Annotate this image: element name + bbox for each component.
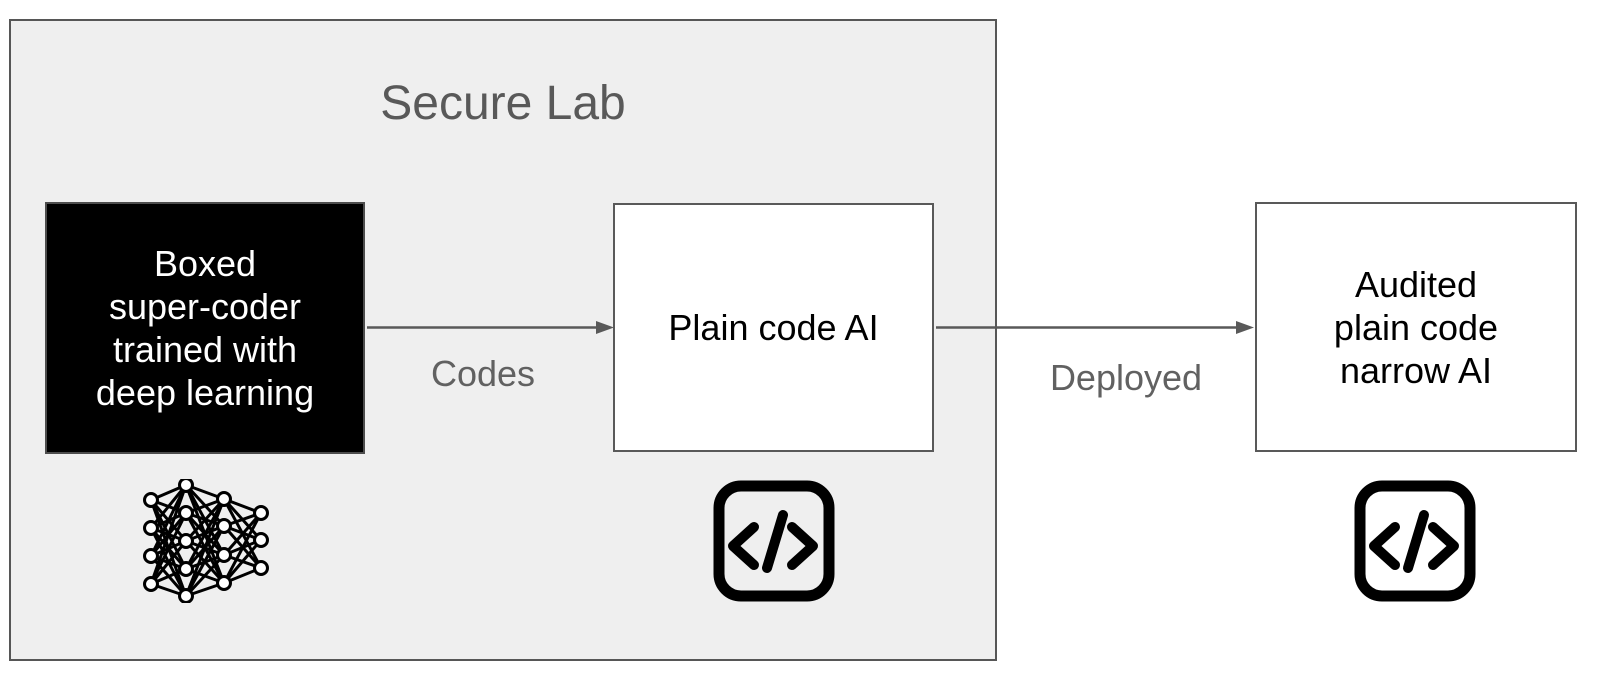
node-text-line: narrow AI — [1339, 349, 1493, 391]
secure-lab-title: Secure Lab — [380, 77, 626, 130]
node-plain-code-ai: Plain code AI — [613, 203, 934, 452]
node-text-line: plain code — [1333, 306, 1499, 348]
node-text-line: trained with — [112, 329, 298, 370]
node-boxed-super-coder: Boxed super-coder trained with deep lear… — [45, 202, 365, 454]
codes-arrow-label: Codes — [430, 353, 536, 394]
deployed-arrow-label: Deployed — [1049, 357, 1203, 398]
node-text-line: Plain code AI — [668, 307, 879, 348]
code-icon — [1354, 480, 1476, 602]
deployed-arrowhead-icon — [1236, 321, 1254, 334]
node-text-line: super-coder — [108, 286, 302, 327]
neural-network-icon — [143, 479, 269, 603]
node-audited-plain-code-narrow-ai: Audited plain code narrow AI — [1255, 202, 1577, 452]
node-text-line: Boxed — [153, 243, 257, 284]
node-text-line: deep learning — [95, 372, 315, 413]
code-icon — [713, 480, 835, 602]
node-text-line: Audited — [1354, 263, 1478, 305]
